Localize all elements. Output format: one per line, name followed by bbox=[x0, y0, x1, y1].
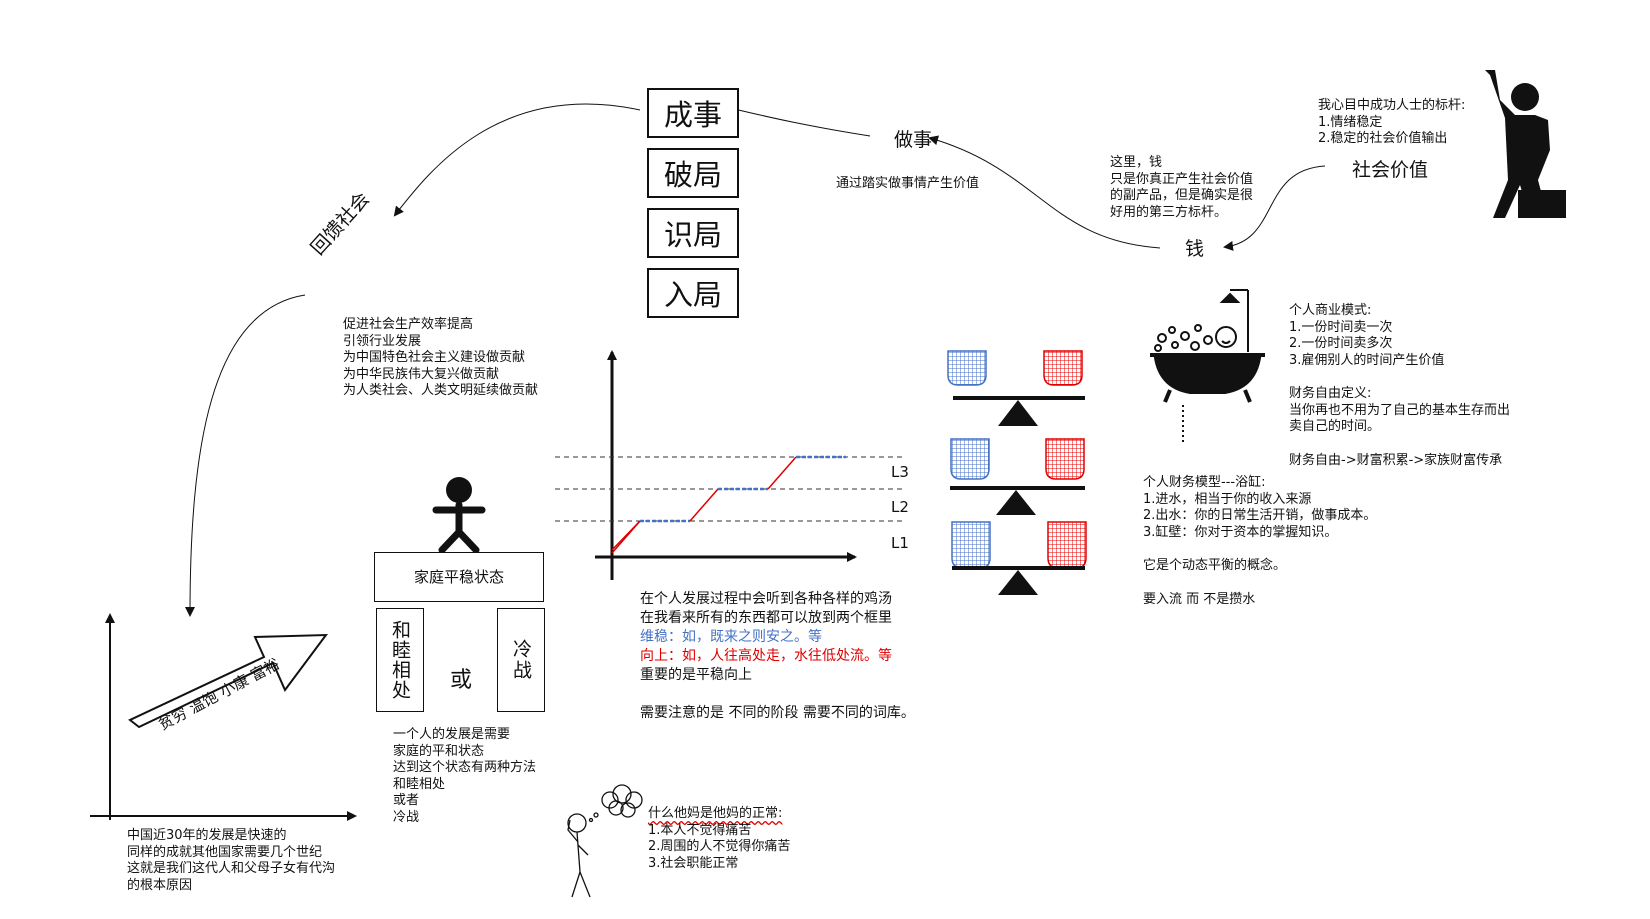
business-title: 个人商业模式: bbox=[1289, 303, 1372, 318]
finance-title: 个人财务模型---浴缸: bbox=[1143, 475, 1266, 490]
doing-description: 通过踏实做事情产生价值 bbox=[836, 176, 980, 191]
stage-box-1: 成事 bbox=[647, 88, 739, 138]
finance-model: 个人财务模型---浴缸: 1.进水，相当于你的收入来源 2.出水：你的日常生活开… bbox=[1143, 475, 1377, 607]
stage-box-4: 入局 bbox=[647, 268, 739, 318]
money-label: 钱 bbox=[1185, 238, 1205, 260]
person-figure bbox=[432, 477, 486, 554]
level-label-l1: L1 bbox=[891, 534, 909, 552]
harmony-box: 和睦相处 bbox=[376, 608, 424, 712]
arrow-doing-to-success bbox=[728, 104, 871, 137]
cold-war-box: 冷战 bbox=[497, 608, 545, 712]
arrow-money-to-doing bbox=[928, 135, 1161, 249]
feedback-items: 促进社会生产效率提高 引领行业发展 为中国特色社会主义建设做贡献 为中华民族伟大… bbox=[343, 317, 539, 398]
social-value-label: 社会价值 bbox=[1352, 159, 1429, 181]
or-label: 或 bbox=[450, 668, 473, 693]
money-description: 这里，钱 只是你真正产生社会价值 的副产品，但是确实是很 好用的第三方标杆。 bbox=[1110, 155, 1254, 220]
level-label-l2: L2 bbox=[891, 498, 909, 516]
arrow-feedback-to-china bbox=[185, 294, 306, 617]
level-label-l3: L3 bbox=[891, 463, 909, 481]
arrow-value-to-money bbox=[1223, 165, 1326, 251]
normal-definition: 什么他妈是他妈的正常: 1.本人不觉得痛苦 2.周围的人不觉得你痛苦 3.社会职… bbox=[648, 806, 791, 871]
success-person-icon bbox=[1485, 70, 1566, 218]
balance-scale-1 bbox=[947, 350, 1085, 426]
family-state-box: 家庭平稳状态 bbox=[374, 552, 544, 602]
bathtub-icon bbox=[1150, 289, 1265, 445]
stage-label: 破局 bbox=[663, 158, 722, 192]
business-model: 个人商业模式: 1.一份时间卖一次 2.一份时间卖多次 3.雇佣别人的时间产生价… bbox=[1289, 303, 1511, 468]
china-caption: 中国近30年的发展是快速的 同样的成就其他国家需要几个世纪 这就是我们这代人和父… bbox=[127, 828, 336, 893]
stable-text: 维稳：如，既来之则安之。等 bbox=[640, 629, 822, 645]
success-title: 我心目中成功人士的标杆: bbox=[1318, 98, 1466, 113]
doing-label: 做事 bbox=[894, 129, 933, 151]
growth-text: 在个人发展过程中会听到各种各样的鸡汤 在我看来所有的东西都可以放到两个框里 维稳… bbox=[640, 591, 915, 721]
balance-scale-3 bbox=[951, 521, 1087, 595]
development-arrow bbox=[128, 633, 329, 729]
family-caption: 一个人的发展是需要 家庭的平和状态 达到这个状态有两种方法 和睦相处 或者 冷战 bbox=[393, 727, 537, 825]
stage-label: 识局 bbox=[663, 218, 722, 252]
stage-label: 入局 bbox=[663, 278, 722, 312]
thinking-person-icon bbox=[567, 784, 643, 898]
stage-label: 成事 bbox=[663, 98, 722, 132]
upward-text: 向上：如，人往高处走，水往低处流。等 bbox=[640, 648, 892, 664]
arrow-success-to-feedback bbox=[393, 103, 641, 217]
success-criteria: 我心目中成功人士的标杆: 1.情绪稳定 2.稳定的社会价值输出 bbox=[1318, 98, 1466, 146]
stage-box-3: 识局 bbox=[647, 208, 739, 258]
normal-title: 什么他妈是他妈的正常: bbox=[648, 806, 783, 821]
stage-box-2: 破局 bbox=[647, 148, 739, 198]
balance-scale-2 bbox=[950, 438, 1085, 515]
